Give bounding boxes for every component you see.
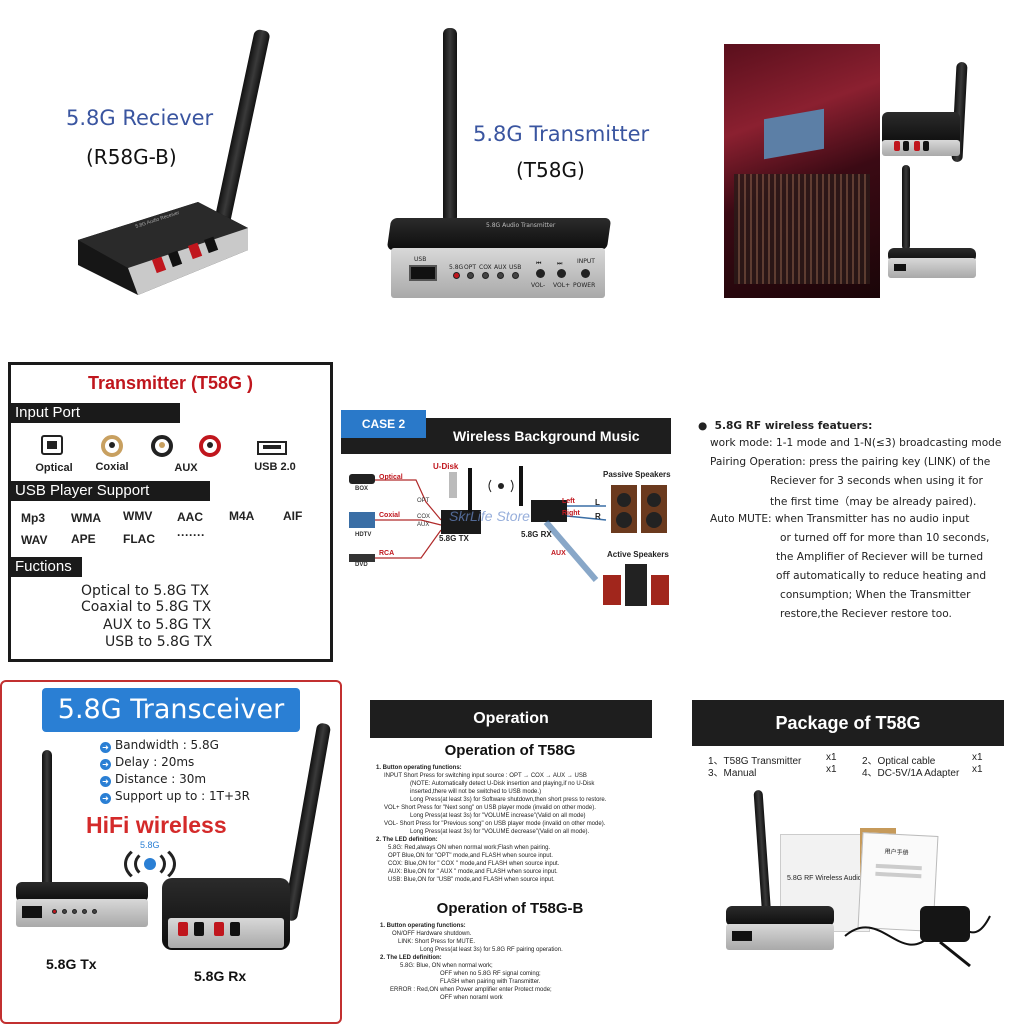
prev-button[interactable]	[536, 269, 545, 278]
rx-label: 5.8G Rx	[194, 968, 247, 984]
arrow-icon: ➜	[100, 742, 111, 753]
led-cox	[482, 272, 489, 279]
transmitter-model: (T58G)	[516, 158, 585, 182]
arrow-icon: ➜	[100, 793, 111, 804]
features-heading: ● 5.8G RF wireless featuers:	[698, 420, 873, 432]
transmitter-title: 5.8G Transmitter	[473, 122, 650, 146]
usb-player-header: USB Player Support	[11, 481, 330, 501]
transmitter-panel: 5.8G Transmitter (T58G) 5.8G Audio Trans…	[341, 0, 682, 340]
tx-label: 5.8G Tx	[46, 956, 97, 972]
package-title: Package of T58G	[692, 700, 1004, 746]
case2-diagram: Wireless Background Music CASE 2	[341, 400, 682, 620]
functions-header: Fuctions	[11, 557, 330, 577]
next-button[interactable]	[557, 269, 566, 278]
operation-panel: Operation Operation of T58G 1. Button op…	[360, 700, 660, 1020]
usb-port-icon	[257, 441, 287, 455]
t58gb-operation-heading: Operation of T58G-B	[436, 900, 584, 917]
t58g-operation-heading: Operation of T58G	[444, 742, 576, 759]
wireless-icon: 5.8G	[122, 840, 178, 884]
case2-tag: CASE 2	[341, 410, 426, 438]
aux-red-port-icon	[199, 435, 221, 457]
spec-sheet-title: Transmitter (T58G )	[87, 373, 254, 393]
transceiver-panel: 5.8G Transceiver ➜Bandwidth : 5.8G ➜Dela…	[0, 680, 342, 1024]
features-text: ● 5.8G RF wireless featuers: work mode: …	[698, 420, 1002, 620]
receiver-title: 5.8G Reciever	[66, 106, 214, 130]
coaxial-port-icon	[101, 435, 123, 457]
transceiver-title: 5.8G Transceiver	[42, 688, 300, 732]
led-5-8g	[453, 272, 460, 279]
wiring-diagram	[349, 466, 669, 606]
operation-header: Operation	[370, 700, 652, 738]
led-usb	[512, 272, 519, 279]
transmitter-spec-sheet: Transmitter (T58G ) Input Port Optical C…	[8, 362, 333, 662]
studio-photo-panel	[682, 0, 1024, 340]
transmitter-plate-text: 5.8G Audio Transmitter	[486, 222, 556, 229]
arrow-icon: ➜	[100, 759, 111, 770]
mixing-console-photo	[724, 44, 880, 298]
input-button[interactable]	[581, 269, 590, 278]
cables	[844, 906, 991, 968]
package-panel: Package of T58G 1、T58G Transmitter x1 2、…	[690, 700, 1024, 1024]
aux-white-port-icon	[151, 435, 173, 457]
usb-port-icon	[409, 265, 437, 281]
receiver-model: (R58G-B)	[86, 145, 177, 169]
optical-port-icon	[41, 435, 63, 455]
input-port-header: Input Port	[11, 403, 330, 423]
led-opt	[467, 272, 474, 279]
hifi-label: HiFi wireless	[86, 812, 227, 838]
receiver-panel: 5.8G Reciever (R58G-B) 5.8G Audio Receiv…	[0, 0, 341, 340]
watermark: SkrLife Store	[449, 508, 530, 524]
arrow-icon: ➜	[100, 776, 111, 787]
led-aux	[497, 272, 504, 279]
